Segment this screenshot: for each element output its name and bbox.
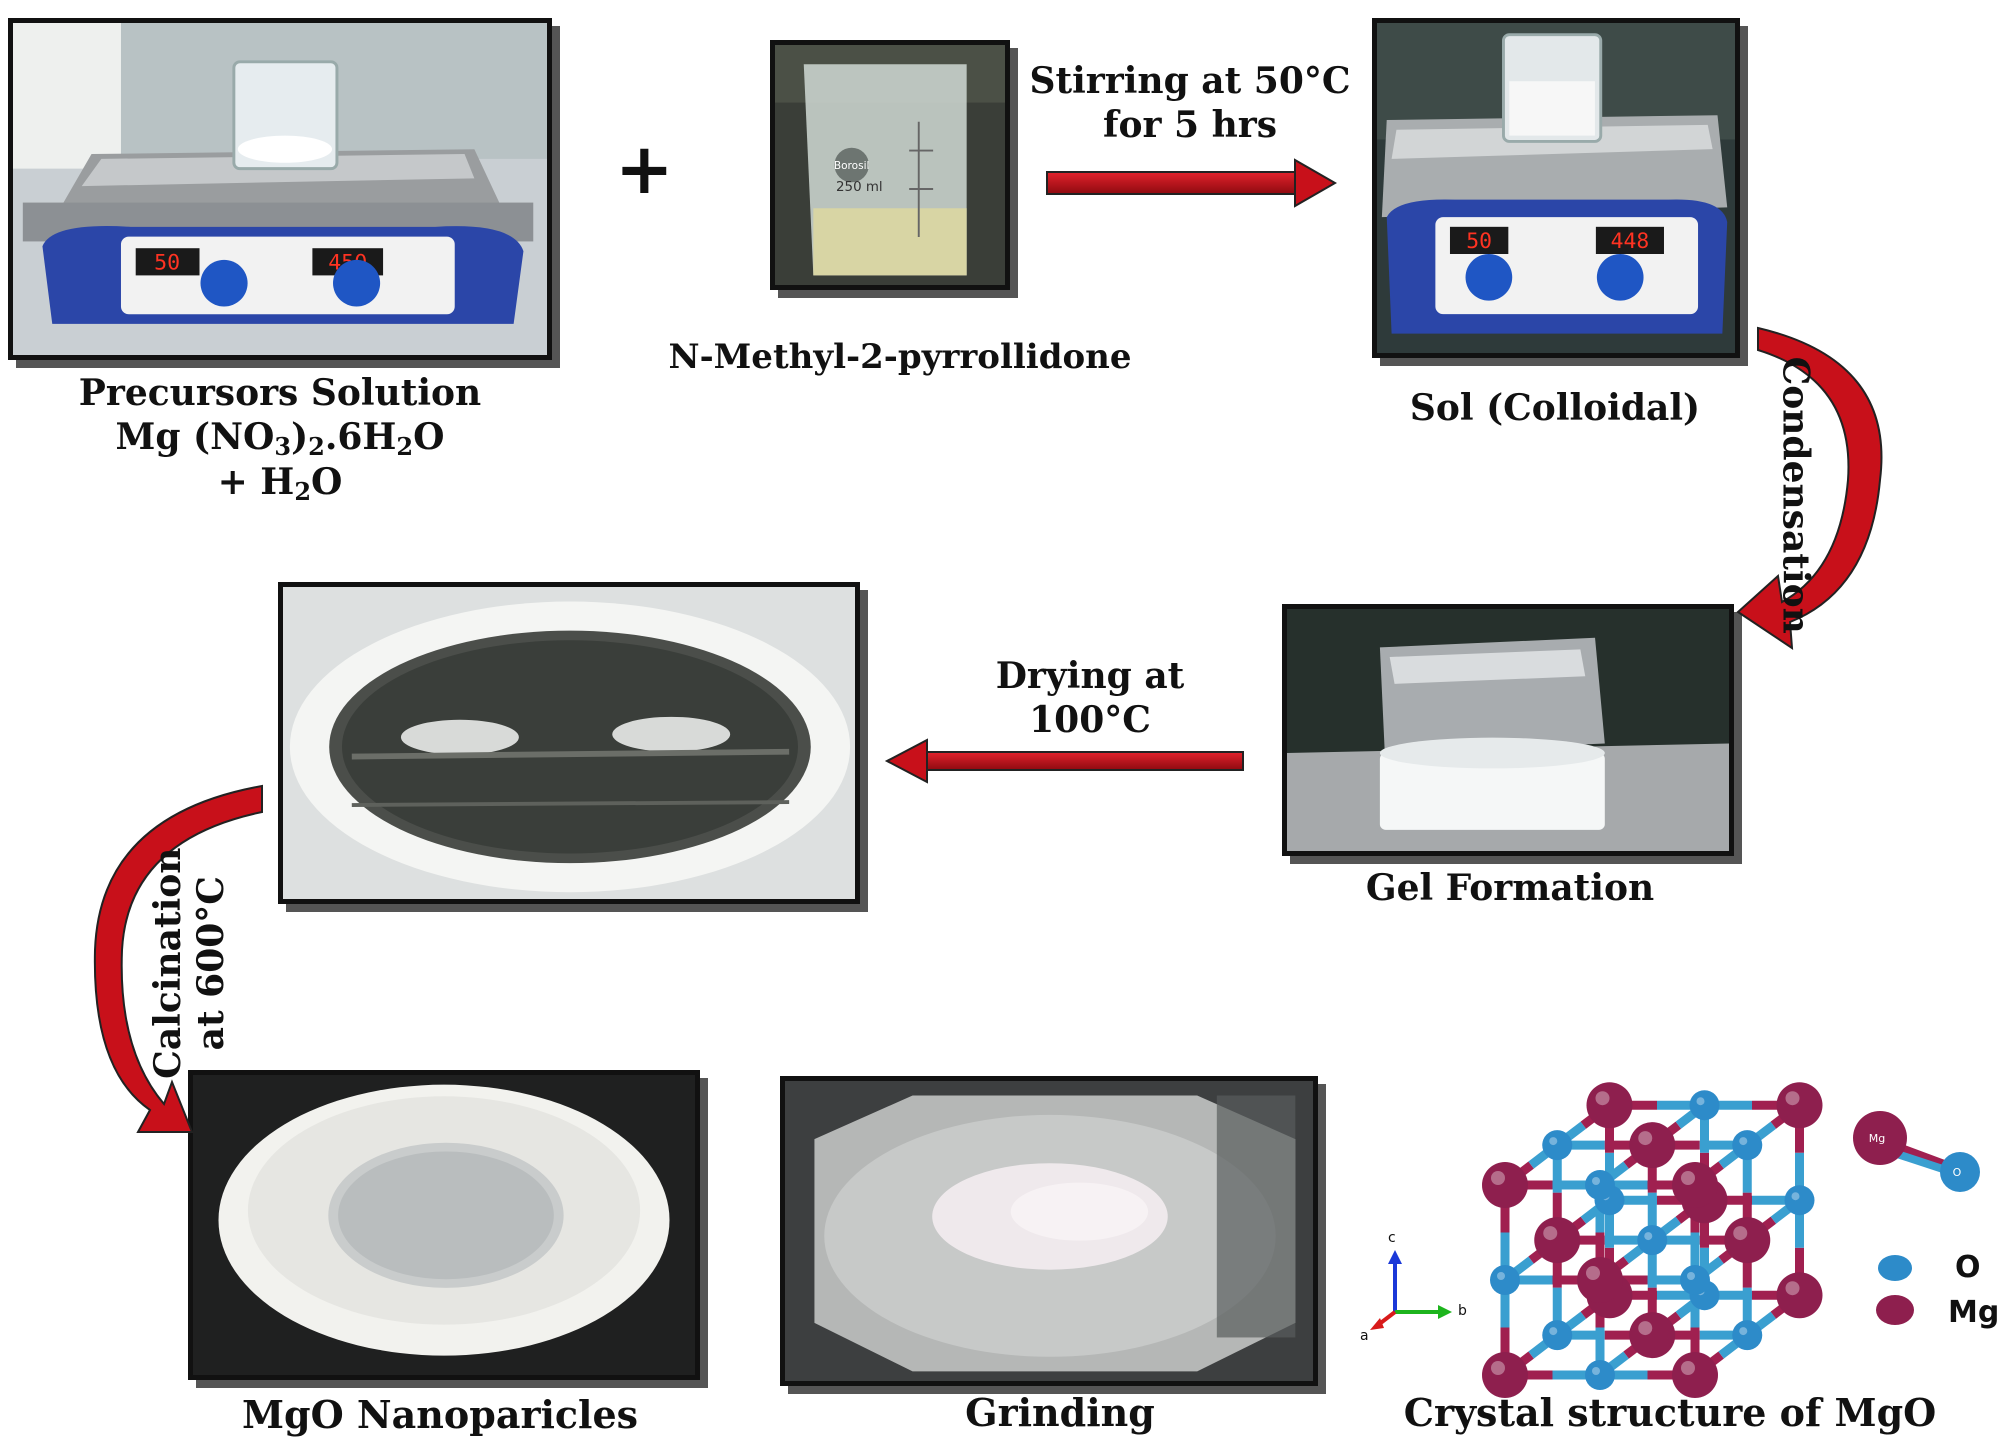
stirring-line1: Stirring at 50°C [1029, 60, 1351, 102]
o-atom [1689, 1090, 1720, 1121]
mg-atom [1629, 1312, 1676, 1359]
pair-mg-label: Mg [1869, 1132, 1885, 1145]
atom-highlight [1696, 1097, 1705, 1106]
mgo-crystal-lattice [1482, 1082, 1823, 1398]
photo-drying-oven [278, 582, 860, 904]
atom-highlight [1586, 1266, 1600, 1280]
atom-highlight [1733, 1226, 1748, 1241]
atom-highlight [1687, 1272, 1695, 1280]
label-calcination: Calcination at 600°C [147, 843, 233, 1083]
atom-highlight [1638, 1321, 1653, 1336]
mg-atom [1534, 1217, 1581, 1264]
photo-grinding [780, 1076, 1318, 1386]
atom-highlight [1543, 1226, 1558, 1241]
mg-atom [1724, 1217, 1771, 1264]
axis-triad-icon [1370, 1250, 1452, 1330]
label-stirring: Stirring at 50°C for 5 hrs [1010, 60, 1370, 148]
label-sol: Sol (Colloidal) [1409, 387, 1701, 429]
atom-highlight [1549, 1327, 1558, 1336]
photo-nmp-beaker: Borosil 250 ml [770, 40, 1010, 290]
photo-sol-hotplate: 50 448 [1372, 18, 1740, 358]
label-precursor: Precursors Solution Mg (NO3)2.6H2O + H2O [30, 372, 530, 506]
atom-highlight [1739, 1327, 1748, 1336]
hotplate-speed-display-2: 448 [1611, 229, 1650, 254]
mg-atom [1776, 1272, 1823, 1319]
o-atom [1490, 1265, 1520, 1295]
photo-mgo-crucible [188, 1070, 700, 1380]
label-drying: Drying at 100°C [940, 655, 1240, 743]
arrow-drying [884, 738, 1244, 784]
atom-highlight [1497, 1272, 1505, 1280]
o-atom [1637, 1225, 1668, 1256]
atom-highlight [1549, 1137, 1558, 1146]
o-atom [1784, 1185, 1815, 1216]
precursor-formula: Mg (NO3)2.6H2O [115, 415, 445, 461]
atom-highlight [1739, 1137, 1748, 1146]
o-atom [1585, 1360, 1615, 1390]
legend-mg-label: Mg [1948, 1295, 2000, 1330]
precursor-line1: Precursors Solution [78, 372, 482, 414]
label-mgo: MgO Nanoparicles [241, 1392, 639, 1437]
legend-mg-atom [1876, 1295, 1914, 1325]
atom-highlight [1638, 1131, 1653, 1146]
arrow-stirring [1046, 158, 1338, 208]
drying-line2: 100°C [1029, 698, 1151, 741]
label-crystal: Crystal structure of MgO [1403, 1390, 1937, 1435]
atom-highlight [1644, 1232, 1653, 1241]
mg-atom [1577, 1257, 1623, 1303]
stirring-line2: for 5 hrs [1103, 103, 1277, 146]
atom-highlight [1592, 1367, 1600, 1375]
mg-atom [1776, 1082, 1823, 1129]
beaker-volume: 250 ml [836, 180, 883, 195]
o-atom [1680, 1265, 1710, 1295]
atom-highlight [1785, 1091, 1800, 1106]
hotplate-temp-display-1: 50 [154, 251, 180, 276]
atom-highlight [1681, 1171, 1695, 1185]
label-gel: Gel Formation [1365, 867, 1655, 909]
arrow-calcination [93, 784, 263, 1133]
hotplate-temp-display-2: 50 [1466, 229, 1492, 254]
drying-line1: Drying at [995, 655, 1185, 697]
o-atom [1542, 1320, 1573, 1351]
mg-atom [1482, 1162, 1528, 1208]
o-atom [1585, 1170, 1615, 1200]
photo-precursor-hotplate: 50 450 [8, 18, 552, 360]
atom-highlight [1681, 1361, 1695, 1375]
mg-atom [1629, 1122, 1676, 1169]
atom-highlight [1595, 1091, 1610, 1106]
calcination-line2: at 600°C [190, 876, 232, 1051]
label-nmp: N-Methyl-2-pyrrollidone [668, 337, 1132, 377]
atom-highlight [1491, 1171, 1505, 1185]
o-atom [1732, 1320, 1763, 1351]
mg-atom [1672, 1352, 1718, 1398]
pair-o-atom [1940, 1152, 1980, 1192]
atom-highlight [1491, 1361, 1505, 1375]
precursor-water: + H2O [217, 461, 343, 507]
label-grinding: Grinding [965, 1390, 1155, 1435]
o-atom [1732, 1130, 1763, 1161]
photo-gel-formation [1282, 604, 1734, 856]
label-condensation: Condensation [1774, 356, 1817, 634]
atom-highlight [1592, 1177, 1600, 1185]
legend-o-atom [1878, 1255, 1912, 1281]
o-atom [1542, 1130, 1573, 1161]
axis-label-c: c [1388, 1230, 1396, 1246]
mg-atom [1482, 1352, 1528, 1398]
calcination-line1: Calcination [146, 847, 189, 1079]
atom-highlight [1791, 1192, 1800, 1201]
axis-label-a: a [1360, 1328, 1369, 1344]
pair-o-label: O [1953, 1166, 1962, 1179]
plus-sign: + [615, 128, 674, 210]
arrow-condensation [1736, 326, 1883, 650]
beaker-brand: Borosil [834, 160, 870, 172]
pair-mg-atom [1853, 1111, 1907, 1165]
mg-atom [1672, 1162, 1718, 1208]
axis-label-b: b [1458, 1303, 1467, 1319]
mg-o-pair-model: Mg O [1853, 1111, 1980, 1192]
legend-o-label: O [1955, 1250, 1981, 1285]
atom-highlight [1785, 1281, 1800, 1296]
mg-atom [1586, 1082, 1633, 1129]
